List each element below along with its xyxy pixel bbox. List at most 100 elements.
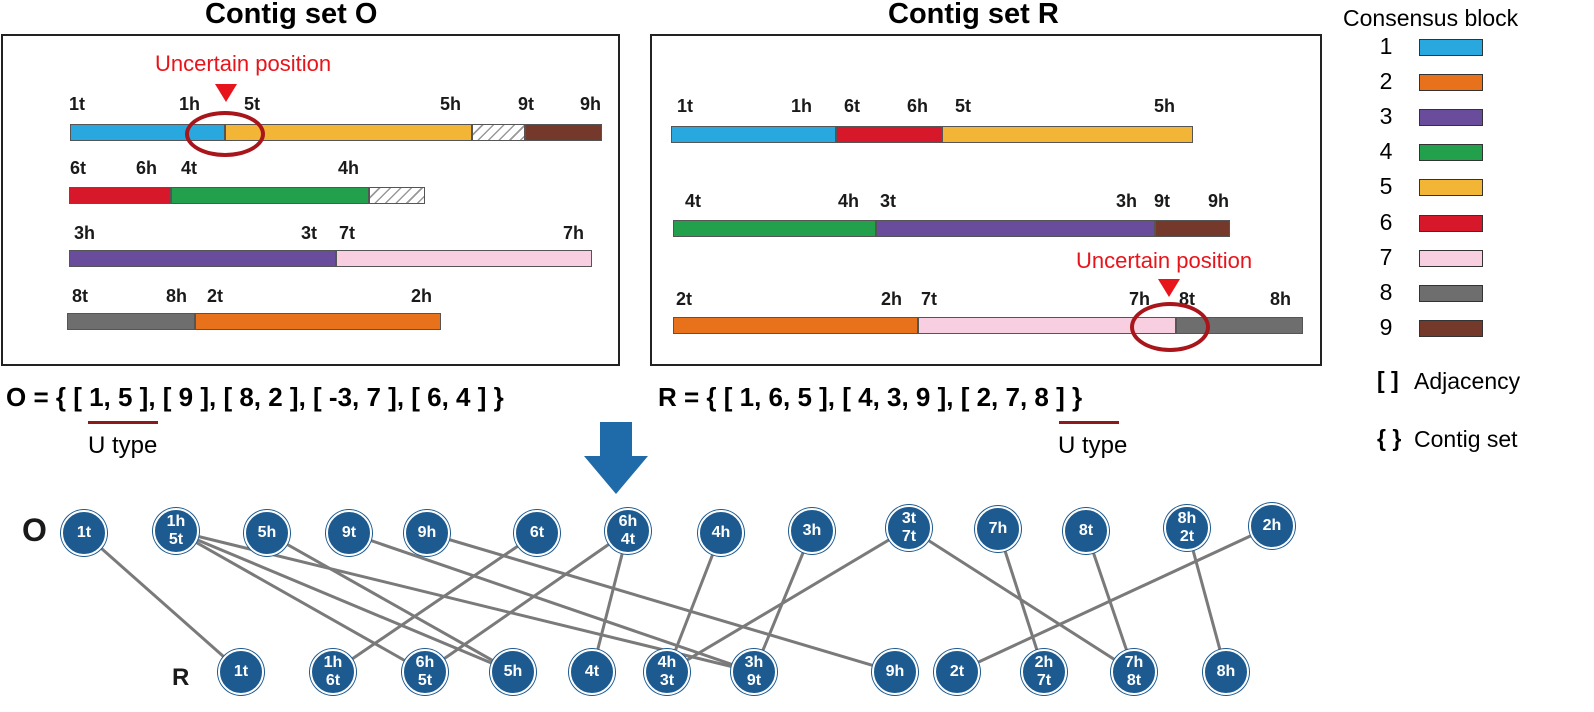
graph-edge xyxy=(83,531,242,674)
legend-swatch-7 xyxy=(1419,250,1483,267)
block-end-label: 4h xyxy=(838,191,860,211)
graph-node-label: 2t xyxy=(949,663,965,680)
graph-node-label: 4h xyxy=(711,524,731,541)
graph-edge xyxy=(1185,527,1228,673)
graph-node-label: 9t xyxy=(341,524,357,541)
legend-swatch-9 xyxy=(1419,320,1483,337)
uncertain-position-label-r: Uncertain position xyxy=(1076,248,1253,273)
block-1-segment xyxy=(671,126,836,143)
uncertain-position-label-o: Uncertain position xyxy=(155,51,332,76)
block-5-segment xyxy=(942,126,1193,143)
graph-node-o: 9t xyxy=(326,510,372,556)
block-end-label: 6t xyxy=(70,158,87,178)
graph-node-label: 8h xyxy=(1177,510,1197,527)
contig-set-r-formula: R = { [ 1, 6, 5 ], [ 4, 3, 9 ], [ 2, 7, … xyxy=(658,382,1083,412)
graph-row-label-o: O xyxy=(22,512,47,548)
graph-node-o: 7h xyxy=(975,506,1021,552)
block-6-segment xyxy=(836,126,942,143)
block-9-segment xyxy=(525,124,602,141)
block-end-label: 6h xyxy=(907,96,929,116)
legend-number-3: 3 xyxy=(1379,103,1393,129)
legend-swatch-2 xyxy=(1419,74,1483,91)
graph-node-label: 7t xyxy=(901,528,917,545)
block-end-label: 8h xyxy=(1270,289,1292,309)
block-end-label: 2h xyxy=(411,286,433,306)
block-end-label: 3h xyxy=(74,223,96,243)
block-end-label: 2h xyxy=(881,289,903,309)
graph-node-r: 8h xyxy=(1203,649,1249,695)
graph-node-label: 2h xyxy=(1034,654,1054,671)
uncertain-position-circle-r xyxy=(1130,302,1210,352)
gap-segment xyxy=(472,124,525,141)
graph-node-label: 3t xyxy=(901,510,917,527)
graph-node-label: 5t xyxy=(417,672,433,689)
graph-node-label: 5h xyxy=(503,663,523,680)
adjacency-symbol: [ ] xyxy=(1377,367,1399,393)
block-2-segment xyxy=(673,317,918,334)
block-end-label: 9h xyxy=(580,94,602,114)
graph-node-label: 2t xyxy=(1179,528,1195,545)
block-end-label: 1h xyxy=(179,94,201,114)
contig-set-o-title: Contig set O xyxy=(205,0,378,30)
adjacency-label: Adjacency xyxy=(1414,368,1521,394)
block-end-label: 4t xyxy=(685,191,702,211)
block-end-label: 8t xyxy=(72,286,89,306)
graph-node-o: 4h xyxy=(698,510,744,556)
graph-edge xyxy=(666,526,910,674)
contig-set-label: Contig set xyxy=(1414,426,1518,452)
legend-number-2: 2 xyxy=(1379,68,1393,94)
graph-node-o: 2h xyxy=(1249,503,1295,549)
block-4-segment xyxy=(673,220,876,237)
legend-swatch-6 xyxy=(1419,215,1483,232)
graph-node-label: 7h xyxy=(988,520,1008,537)
block-end-label: 5t xyxy=(955,96,972,116)
block-end-label: 7h xyxy=(1129,289,1151,309)
graph-node-label: 6h xyxy=(618,513,638,530)
uncertain-position-marker-r xyxy=(1158,279,1180,297)
legend-swatch-3 xyxy=(1419,109,1483,126)
uncertain-position-marker-o xyxy=(215,84,237,102)
graph-node-label: 3h xyxy=(802,522,822,539)
contig-set-o-panel: Uncertain position 1t 1h 5t 5h 9t 9h 6t … xyxy=(1,34,620,366)
block-8-segment xyxy=(67,313,195,330)
graph-node-label: 6h xyxy=(415,654,435,671)
graph-node-label: 7h xyxy=(1124,654,1144,671)
block-end-label: 8h xyxy=(166,286,188,306)
block-end-label: 7t xyxy=(921,289,938,309)
block-end-label: 2t xyxy=(676,289,693,309)
graph-row-label-r: R xyxy=(172,664,190,691)
graph-node-label: 8t xyxy=(1078,522,1094,539)
block-end-label: 6t xyxy=(844,96,861,116)
graph-node-label: 9h xyxy=(417,524,437,541)
legend-number-8: 8 xyxy=(1379,279,1393,305)
graph-edge xyxy=(956,524,1273,674)
block-end-label: 9t xyxy=(1154,191,1171,211)
graph-node-label: 8t xyxy=(1126,672,1142,689)
graph-node-label: 6t xyxy=(325,672,341,689)
block-end-label: 1t xyxy=(677,96,694,116)
legend-title: Consensus block xyxy=(1343,5,1519,31)
legend-swatch-5 xyxy=(1419,179,1483,196)
graph-edge xyxy=(332,531,538,674)
block-end-label: 4t xyxy=(181,158,198,178)
graph-node-o: 3h xyxy=(789,508,835,554)
graph-node-label: 1h xyxy=(323,654,343,671)
block-end-label: 4h xyxy=(338,158,360,178)
graph-node-o: 9h xyxy=(404,510,450,556)
graph-node-r: 2t xyxy=(934,649,980,695)
legend-number-7: 7 xyxy=(1379,244,1393,270)
graph-node-label: 4t xyxy=(620,531,636,548)
graph-node-label: 5h xyxy=(257,524,277,541)
u-type-underline-o xyxy=(88,421,158,424)
graph-node-label: 4h xyxy=(657,654,677,671)
